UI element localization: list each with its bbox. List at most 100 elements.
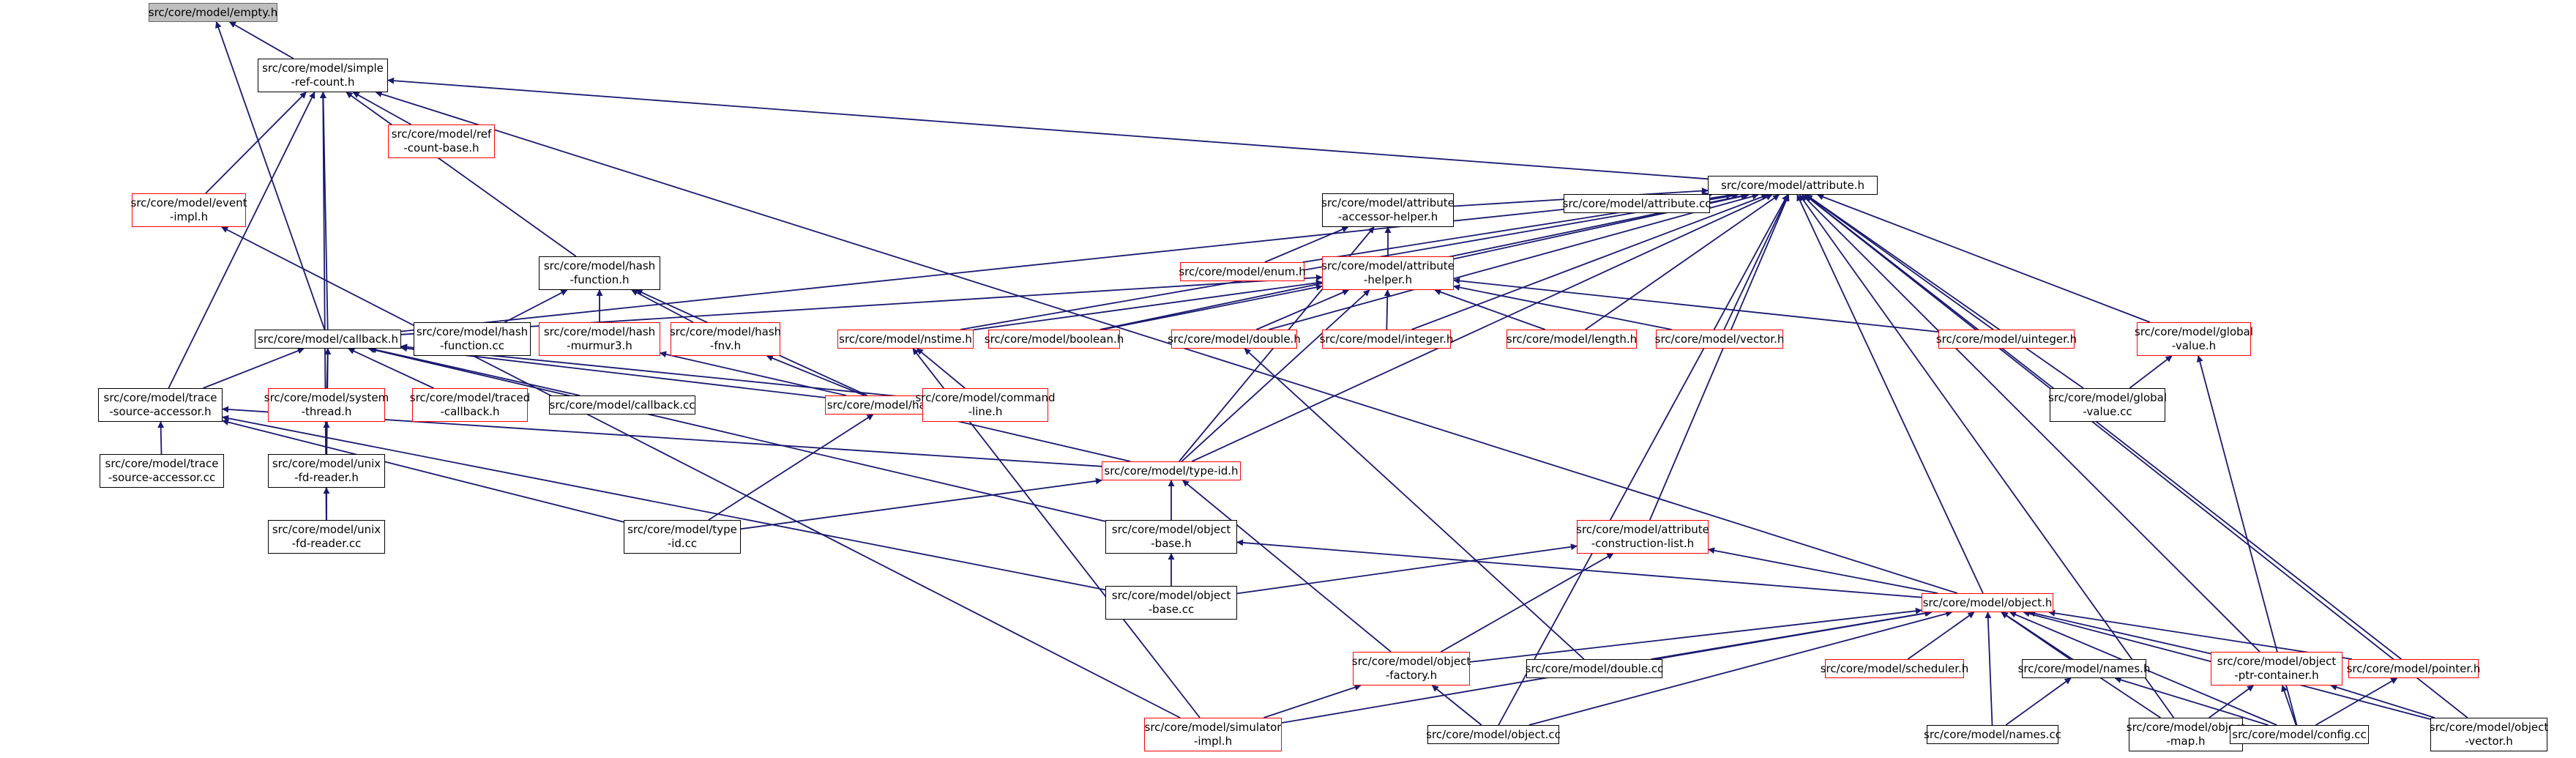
node-label: src/core/model/object -factory.h — [1351, 655, 1471, 682]
node-traced[interactable]: src/core/model/traced -callback.h — [410, 388, 530, 422]
node-globalvaluecc[interactable]: src/core/model/global -value.cc — [2048, 388, 2167, 422]
node-label: src/core/model/uinteger.h — [1935, 332, 2077, 346]
node-label: src/core/model/attribute -helper.h — [1321, 259, 1455, 286]
node-callback[interactable]: src/core/model/callback.h — [255, 330, 401, 349]
node-label: src/core/model/hash -murmur3.h — [543, 325, 656, 352]
edge-objvector-to-attribute — [1804, 194, 2468, 718]
edge-pointer-to-object — [2048, 609, 2353, 660]
edge-enum-to-aah — [1264, 226, 1349, 263]
node-boolean[interactable]: src/core/model/boolean.h — [985, 330, 1124, 349]
edge-object-to-srcount — [375, 91, 1958, 594]
edge-eventimpl-to-srcount — [205, 92, 307, 194]
node-hashfunccc[interactable]: src/core/model/hash -function.cc — [414, 322, 531, 356]
edge-attribute-to-srcount — [387, 77, 1709, 180]
node-callbackcc[interactable]: src/core/model/callback.cc — [549, 395, 695, 415]
edge-typeid-to-attribute — [1191, 194, 1773, 462]
node-names[interactable]: src/core/model/names.h — [2018, 659, 2150, 678]
node-tracecc[interactable]: src/core/model/trace -source-accessor.cc — [100, 454, 224, 488]
node-label: src/core/model/event -impl.h — [130, 196, 247, 223]
node-scheduler[interactable]: src/core/model/scheduler.h — [1821, 659, 1968, 678]
edge-callback-to-attribute — [400, 191, 1709, 332]
node-objectcc[interactable]: src/core/model/object.cc — [1426, 725, 1561, 744]
edge-simimpl-to-objfactory — [1263, 684, 1362, 718]
edge-trace-to-callback — [203, 347, 305, 389]
node-configcc[interactable]: src/core/model/config.cc — [2230, 725, 2369, 744]
node-aah[interactable]: src/core/model/attribute -accessor-helpe… — [1321, 193, 1455, 227]
edge-objectcc-to-attribute — [1498, 194, 1788, 726]
node-attrcc[interactable]: src/core/model/attribute.cc — [1562, 194, 1711, 213]
edge-hash-to-callback — [400, 345, 826, 398]
node-label: src/core/model/type -id.cc — [627, 523, 737, 550]
node-label: src/core/model/unix -fd-reader.h — [272, 457, 381, 484]
node-label: src/core/model/object -base.h — [1111, 523, 1231, 550]
node-simimpl[interactable]: src/core/model/simulator -impl.h — [1144, 718, 1282, 751]
node-pointer[interactable]: src/core/model/pointer.h — [2346, 659, 2481, 678]
node-namescc[interactable]: src/core/model/names.cc — [1924, 725, 2061, 744]
node-typeid[interactable]: src/core/model/type-id.h — [1102, 461, 1241, 480]
node-systhread[interactable]: src/core/model/system -thread.h — [264, 388, 389, 422]
edge-hashfunc-to-srcount — [346, 92, 577, 257]
node-refcountbase[interactable]: src/core/model/ref -count-base.h — [388, 125, 495, 158]
edge-uinteger-to-attrhelper — [1453, 277, 1939, 332]
node-typeidcc[interactable]: src/core/model/type -id.cc — [624, 520, 741, 554]
node-length[interactable]: src/core/model/length.h — [1507, 330, 1637, 349]
edge-vector-to-attrhelper — [1453, 284, 1672, 330]
node-object[interactable]: src/core/model/object.h — [1922, 593, 2053, 612]
node-nstime[interactable]: src/core/model/nstime.h — [837, 330, 974, 349]
node-label: src/core/model/ref -count-base.h — [391, 127, 492, 155]
node-attribute[interactable]: src/core/model/attribute.h — [1708, 176, 1878, 195]
node-murmur[interactable]: src/core/model/hash -murmur3.h — [539, 322, 660, 356]
node-label: src/core/model/global -value.h — [2135, 325, 2254, 352]
edge-uinteger-to-attribute — [1805, 194, 1994, 330]
edge-objectcc-to-object — [1528, 610, 1953, 726]
node-ptrcont[interactable]: src/core/model/object -ptr-container.h — [2211, 652, 2342, 685]
node-enum[interactable]: src/core/model/enum.h — [1179, 262, 1306, 281]
edge-globalvaluecc-to-globalvalue — [2129, 355, 2173, 389]
edge-object-to-acl — [1708, 547, 1938, 594]
node-label: src/core/model/enum.h — [1179, 264, 1306, 278]
node-attrhelper[interactable]: src/core/model/attribute -helper.h — [1321, 256, 1455, 290]
node-fnv[interactable]: src/core/model/hash -fnv.h — [669, 322, 782, 356]
node-empty[interactable]: src/core/model/empty.h — [149, 3, 277, 22]
node-label: src/core/model/attribute.cc — [1562, 196, 1711, 210]
node-label: src/core/model/pointer.h — [2346, 661, 2481, 675]
node-globalvalue[interactable]: src/core/model/global -value.h — [2135, 322, 2254, 356]
node-objfactory[interactable]: src/core/model/object -factory.h — [1351, 652, 1471, 685]
node-cmdline[interactable]: src/core/model/command -line.h — [915, 388, 1056, 422]
edge-objbase-to-callback — [367, 346, 1106, 522]
node-label: src/core/model/callback.h — [258, 332, 398, 346]
node-objbase[interactable]: src/core/model/object -base.h — [1105, 520, 1237, 554]
node-trace[interactable]: src/core/model/trace -source-accessor.h — [98, 388, 223, 422]
edge-boolean-to-attrhelper — [1102, 283, 1323, 330]
node-srcount[interactable]: src/core/model/simple -ref-count.h — [258, 59, 388, 92]
node-objvector[interactable]: src/core/model/object -vector.h — [2429, 718, 2549, 751]
node-vector[interactable]: src/core/model/vector.h — [1654, 330, 1785, 349]
node-label: src/core/model/trace -source-accessor.cc — [105, 457, 219, 484]
node-doublecc[interactable]: src/core/model/double.cc — [1526, 659, 1663, 678]
node-unixfdcc[interactable]: src/core/model/unix -fd-reader.cc — [268, 520, 385, 554]
node-double[interactable]: src/core/model/double.h — [1168, 330, 1301, 349]
node-label: src/core/model/vector.h — [1654, 332, 1785, 346]
node-label: src/core/model/empty.h — [148, 5, 278, 19]
edge-typeid-to-attrhelper — [1181, 289, 1370, 462]
edge-doublecc-to-double — [1244, 348, 1585, 660]
node-label: src/core/model/object -base.cc — [1111, 589, 1231, 616]
edge-hashfunccc-to-hashfunc — [504, 289, 568, 323]
node-label: src/core/model/object -vector.h — [2429, 721, 2549, 748]
edge-ptrcont-to-object — [2028, 610, 2211, 655]
node-objbasecc[interactable]: src/core/model/object -base.cc — [1105, 586, 1237, 620]
node-hashfunc[interactable]: src/core/model/hash -function.h — [539, 256, 660, 290]
node-integer[interactable]: src/core/model/integer.h — [1320, 330, 1453, 349]
node-unixfd[interactable]: src/core/model/unix -fd-reader.h — [268, 454, 385, 488]
node-label: src/core/model/hash -fnv.h — [669, 325, 782, 352]
node-eventimpl[interactable]: src/core/model/event -impl.h — [130, 193, 247, 227]
node-acl[interactable]: src/core/model/attribute -construction-l… — [1576, 520, 1709, 554]
node-objmap[interactable]: src/core/model/object -map.h — [2127, 718, 2245, 751]
node-uinteger[interactable]: src/core/model/uinteger.h — [1935, 330, 2077, 349]
node-label: src/core/model/names.cc — [1924, 727, 2061, 741]
edge-tracecc-to-trace — [157, 421, 165, 455]
edge-traced-to-callback — [348, 348, 434, 389]
edge-object-to-objbase — [1236, 539, 1922, 598]
edge-typeidcc-to-typeid — [740, 478, 1102, 530]
node-label: src/core/model/type-id.h — [1104, 464, 1239, 478]
